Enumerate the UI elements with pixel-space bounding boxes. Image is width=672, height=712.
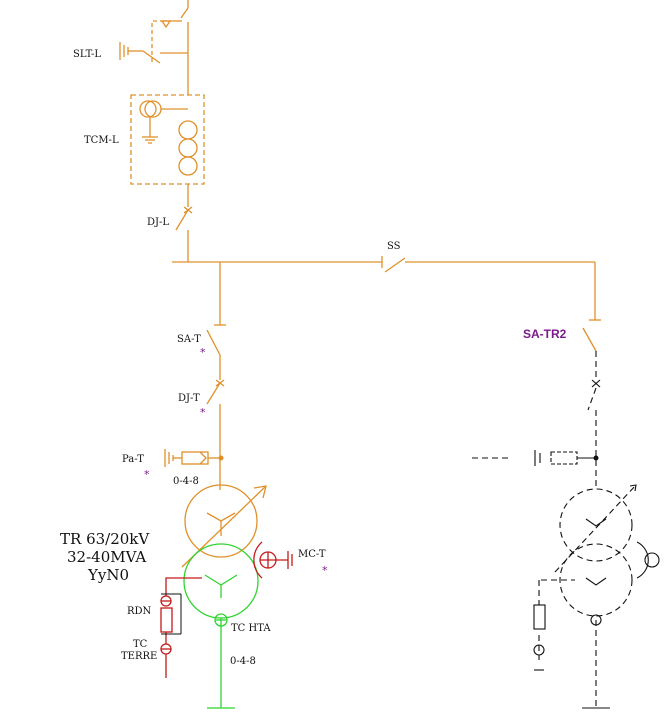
- tr1-secondary: [183, 543, 259, 709]
- sa-tr2-blade: [582, 327, 597, 352]
- label-dj-t: DJ-T: [178, 393, 200, 404]
- label-pa-t: Pa-T: [122, 454, 144, 465]
- tr2-bay: [472, 351, 637, 708]
- label-tc-terre-2: TERRE: [121, 651, 157, 662]
- surge-arrester-pa-t[interactable]: [164, 449, 220, 467]
- label-tr-vector: YyN0: [87, 566, 129, 584]
- label-code-bottom: 0-4-8: [230, 656, 256, 667]
- label-slt: SLT-L: [73, 49, 101, 60]
- label-tcm: TCM-L: [84, 135, 119, 146]
- breaker-dj-l[interactable]: [175, 206, 193, 262]
- label-tr-rating: TR 63/20kV: [60, 530, 150, 548]
- label-rdn: RDN: [127, 606, 152, 617]
- label-tr-power: 32-40MVA: [67, 548, 146, 566]
- busbar: [172, 256, 601, 352]
- interlock-dashed: [151, 20, 174, 62]
- star-pa-t: *: [144, 468, 150, 481]
- coupler-switch-ss: [384, 257, 406, 273]
- incoming-line-bay: [119, 0, 205, 262]
- star-sa-t: *: [200, 346, 206, 359]
- rdn-resistor: [160, 607, 173, 633]
- breaker-dj-t: [206, 382, 221, 405]
- interlock-triangle: [160, 20, 172, 29]
- star-dj-t: *: [200, 406, 206, 419]
- label-code-top: 0-4-8: [173, 476, 199, 487]
- tcm-box[interactable]: [130, 94, 205, 185]
- label-tc-hta: TC HTA: [231, 623, 271, 634]
- label-sa-tr2: SA-TR2: [523, 327, 567, 341]
- label-ss: SS: [387, 241, 401, 252]
- tr1-bay: [164, 262, 267, 568]
- label-dj-l: DJ-L: [147, 217, 169, 228]
- label-mc-t: MC-T: [298, 549, 326, 560]
- label-tc-terre-1: TC: [133, 639, 148, 650]
- top-switch-blade: [180, 7, 189, 19]
- disconnector-sa-t: [206, 329, 221, 356]
- tr1-primary-winding: [184, 484, 258, 558]
- label-sa-t: SA-T: [177, 334, 201, 345]
- neutral-and-current-transformers: [160, 541, 293, 678]
- earthing-switch-slt[interactable]: [119, 42, 188, 64]
- star-mc-t: *: [322, 564, 328, 577]
